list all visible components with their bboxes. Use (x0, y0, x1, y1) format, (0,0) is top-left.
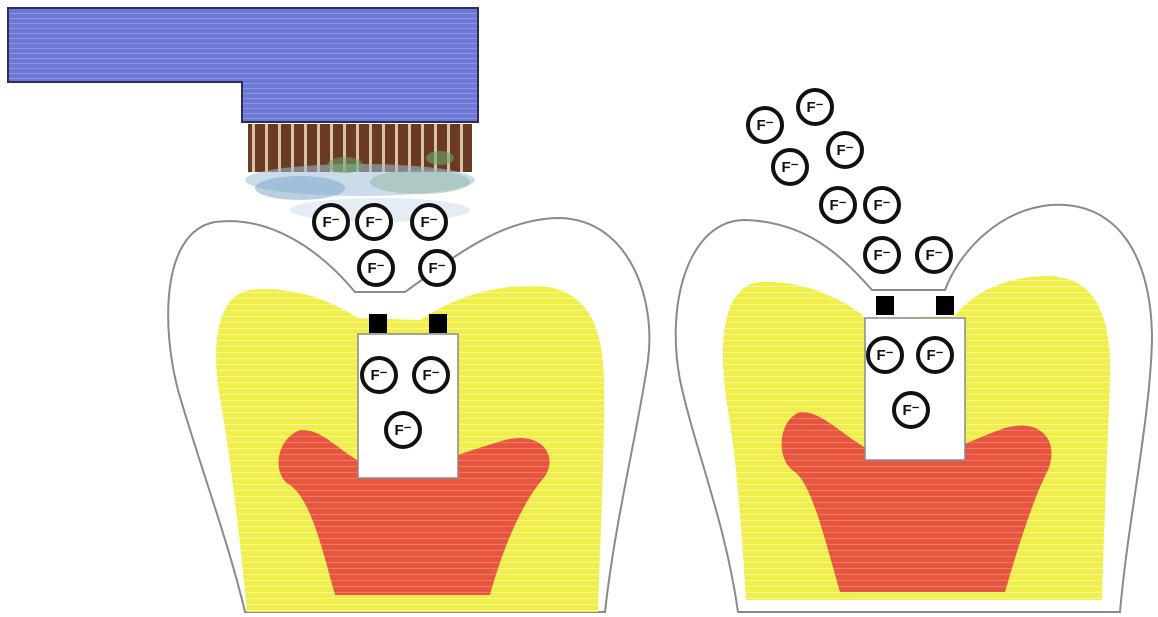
bristle (408, 124, 411, 172)
left-lesion-cavity (358, 334, 458, 478)
fluoride-ion-label: F⁻ (836, 142, 853, 159)
toothbrush-handle (8, 8, 478, 122)
left-channel-block (369, 314, 387, 333)
fluoride-ion-label: F⁻ (422, 367, 439, 384)
fluoride-ion-label: F⁻ (365, 214, 382, 231)
fluoride-ion: F⁻ (362, 358, 396, 392)
fluoride-ion: F⁻ (918, 338, 952, 372)
fluoride-ion: F⁻ (748, 108, 782, 142)
fluoride-ion-label: F⁻ (367, 260, 384, 277)
fluoride-ion-label: F⁻ (926, 347, 943, 364)
fluoride-ion: F⁻ (414, 358, 448, 392)
fluoride-ion: F⁻ (314, 205, 348, 239)
fluoride-ion-label: F⁻ (781, 159, 798, 176)
fluoride-ion: F⁻ (917, 238, 951, 272)
bristle (265, 124, 268, 172)
fluoride-ion-label: F⁻ (322, 214, 339, 231)
bristle (278, 124, 281, 172)
right-channel-block (936, 296, 954, 315)
left-channel-block (429, 314, 447, 333)
bristle (421, 124, 424, 172)
bristle (304, 124, 307, 172)
fluoride-ion-label: F⁻ (873, 247, 890, 264)
fluoride-ion: F⁻ (828, 133, 862, 167)
fluoride-ion: F⁻ (798, 90, 832, 124)
fluoride-ion: F⁻ (894, 393, 928, 427)
fluoride-ion: F⁻ (821, 188, 855, 222)
fluoride-ion-label: F⁻ (902, 402, 919, 419)
bristle (460, 124, 463, 172)
right-channel-block (876, 296, 894, 315)
fluoride-ion: F⁻ (868, 338, 902, 372)
fluoride-ion-label: F⁻ (370, 367, 387, 384)
bristle (447, 124, 450, 172)
fluoride-ion: F⁻ (386, 413, 420, 447)
fluoride-ion-label: F⁻ (756, 117, 773, 134)
bristle (434, 124, 437, 172)
fluoride-ion: F⁻ (359, 251, 393, 285)
toothbrush (8, 8, 478, 222)
fluoride-ion-label: F⁻ (420, 214, 437, 231)
fluoride-ion: F⁻ (412, 205, 446, 239)
fluoride-ion: F⁻ (420, 251, 454, 285)
fluoride-ion-label: F⁻ (873, 197, 890, 214)
fluoride-ion-label: F⁻ (806, 99, 823, 116)
fluoride-ion-label: F⁻ (925, 247, 942, 264)
bristle (317, 124, 320, 172)
bristle (252, 124, 255, 172)
fluoride-ion-label: F⁻ (876, 347, 893, 364)
fluoride-ion: F⁻ (773, 150, 807, 184)
fluoride-ion-label: F⁻ (829, 197, 846, 214)
fluoride-ion: F⁻ (865, 238, 899, 272)
bristle (291, 124, 294, 172)
fluoride-ion: F⁻ (865, 188, 899, 222)
fluoride-ion: F⁻ (357, 205, 391, 239)
fluoride-ion-label: F⁻ (428, 260, 445, 277)
fluoride-ion-label: F⁻ (394, 422, 411, 439)
